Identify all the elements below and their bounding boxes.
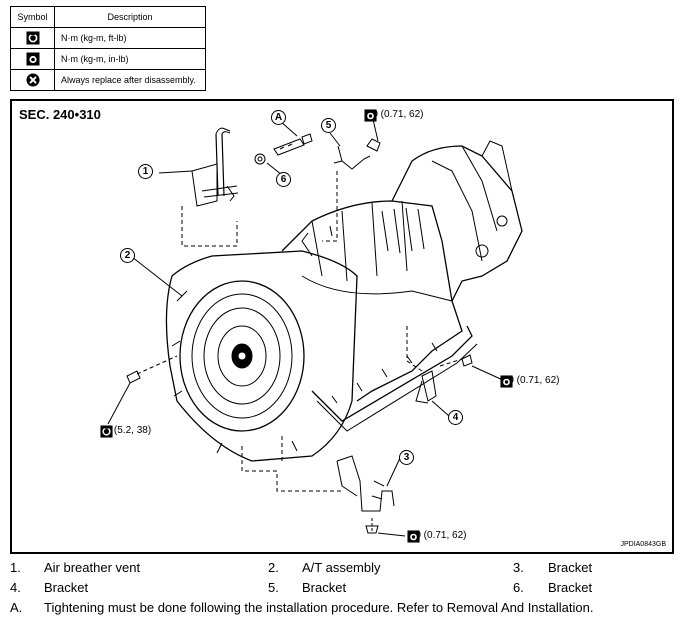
torque-value-left: 51 (5.2, 38) xyxy=(100,425,152,436)
legend-header-description: Description xyxy=(54,6,206,28)
torque-wrench-inlb-icon xyxy=(500,375,513,388)
torque-wrench-icon xyxy=(26,31,39,45)
always-replace-icon xyxy=(26,73,39,87)
parts-list: 1. Air breather vent 2. A/T assembly 3. … xyxy=(10,560,680,620)
exploded-view-figure: SEC. 240•310 7.0 (0.71, 62) 7.0 (0.71, 6… xyxy=(10,99,674,554)
figure-code: JPDIA0843GB xyxy=(620,541,666,548)
note-row: A. Tightening must be done following the… xyxy=(10,600,680,620)
torque-wrench-inlb-icon xyxy=(364,109,377,122)
note-label: A. xyxy=(10,600,23,615)
part-number: 2. xyxy=(268,560,279,575)
part-name: Bracket xyxy=(302,580,347,595)
torque-spec-left: 51 (5.2, 38) xyxy=(100,425,152,438)
callout-A: A xyxy=(271,110,286,125)
callout-2: 2 xyxy=(120,248,135,263)
part-name: A/T assembly xyxy=(302,560,381,575)
part-name: Bracket xyxy=(44,580,89,595)
torque-value-bottom: 7.0 (0.71, 62) xyxy=(407,530,467,541)
torque-wrench-inlb-icon xyxy=(407,530,420,543)
part-number: 4. xyxy=(10,580,21,595)
symbol-legend-table: Symbol Description N·m (kg-m, ft-lb) N·m… xyxy=(10,6,206,91)
torque-spec-right: 7.0 (0.71, 62) xyxy=(500,375,560,388)
torque-wrench-inlb-icon xyxy=(26,52,39,66)
parts-row: 4. Bracket 5. Bracket 6. Bracket xyxy=(10,580,680,600)
part-name: Bracket xyxy=(548,580,593,595)
legend-header-symbol: Symbol xyxy=(10,6,55,28)
part-number: 1. xyxy=(10,560,21,575)
parts-row: 1. Air breather vent 2. A/T assembly 3. … xyxy=(10,560,680,580)
legend-row-torque-inlb: N·m (kg-m, in-lb) xyxy=(54,48,206,70)
note-text: Tightening must be done following the in… xyxy=(44,600,594,615)
torque-spec-top: 7.0 (0.71, 62) xyxy=(364,109,424,122)
callout-5: 5 xyxy=(321,118,336,133)
part-name: Bracket xyxy=(548,560,593,575)
callout-4: 4 xyxy=(448,410,463,425)
legend-row-always-replace: Always replace after disassembly. xyxy=(54,69,206,91)
torque-value-top: 7.0 (0.71, 62) xyxy=(364,109,424,120)
transmission-drawing xyxy=(107,114,523,537)
part-name: Air breather vent xyxy=(44,560,141,575)
torque-wrench-icon xyxy=(100,425,113,438)
torque-value-right: 7.0 (0.71, 62) xyxy=(500,375,560,386)
torque-spec-bottom: 7.0 (0.71, 62) xyxy=(407,530,467,543)
callout-1: 1 xyxy=(138,164,153,179)
section-title: SEC. 240•310 xyxy=(19,107,101,122)
part-number: 3. xyxy=(513,560,524,575)
callout-6: 6 xyxy=(276,172,291,187)
part-number: 6. xyxy=(513,580,524,595)
callout-3: 3 xyxy=(399,450,414,465)
legend-row-torque-ftlb: N·m (kg-m, ft-lb) xyxy=(54,27,206,49)
part-number: 5. xyxy=(268,580,279,595)
